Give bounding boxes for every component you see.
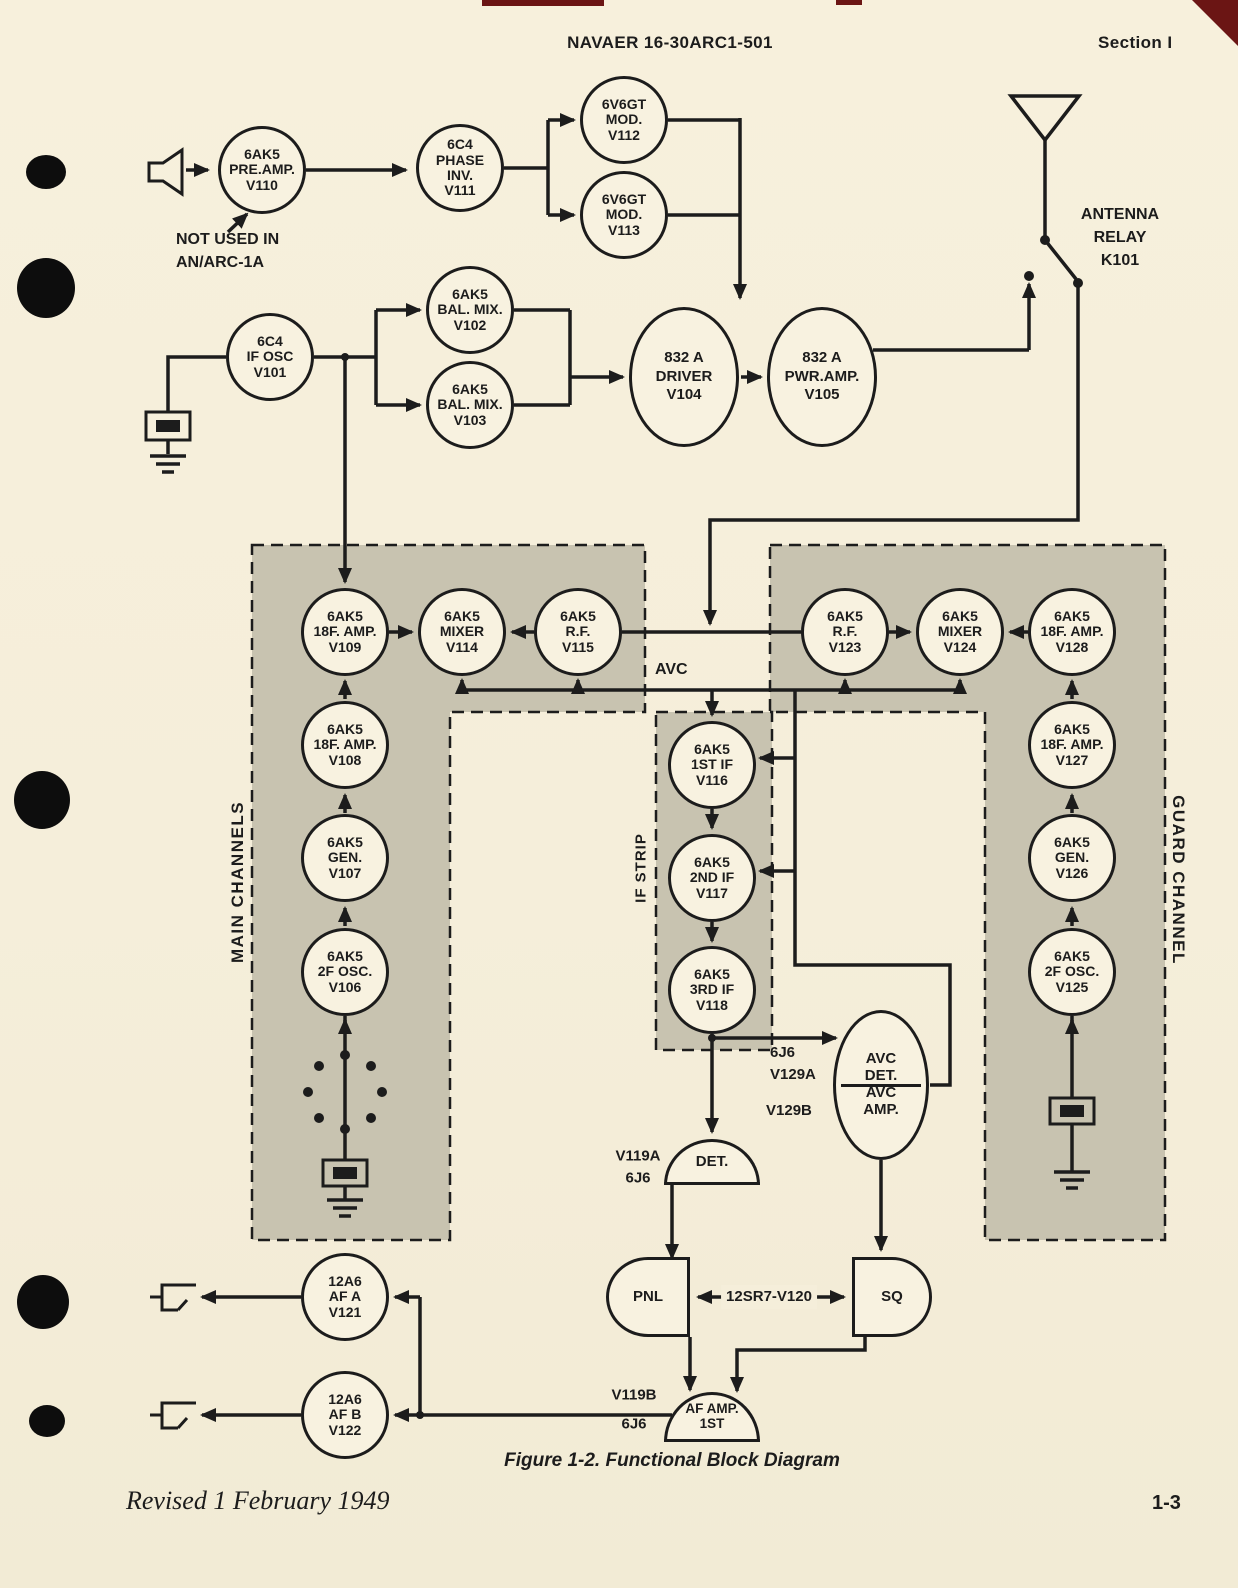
hole-punches — [14, 155, 75, 1437]
pnl-block: PNL — [606, 1257, 690, 1337]
tube-v121: 12A6 AF A V121 — [301, 1253, 389, 1341]
footer-revision: Revised 1 February 1949 — [126, 1486, 390, 1515]
tube-v114: 6AK5 MIXER V114 — [418, 588, 506, 676]
tube-v104: 832 A DRIVER V104 — [629, 307, 739, 447]
tube-v111: 6C4 PHASE INV. V111 — [416, 124, 504, 212]
crystal-icon — [144, 410, 1096, 1188]
tube-v108: 6AK5 18F. AMP. V108 — [301, 701, 389, 789]
tube-v115: 6AK5 R.F. V115 — [534, 588, 622, 676]
if-strip-label: IF STRIP — [632, 833, 650, 903]
wiring-arrows — [186, 113, 1080, 1422]
header-section: Section I — [1098, 33, 1173, 52]
avc-det-amp-divider — [841, 1084, 921, 1087]
not-used-note: NOT USED IN AN/ARC-1A — [176, 231, 280, 272]
figure-caption: Figure 1-2. Functional Block Diagram — [504, 1450, 840, 1471]
footer-page-number: 1-3 — [1152, 1492, 1181, 1514]
headphone-jack-icon — [150, 1283, 196, 1430]
tube-v129-label: AVC DET. AVC AMP. — [863, 1050, 899, 1118]
tube-v109: 6AK5 18F. AMP. V109 — [301, 588, 389, 676]
ground-icon — [150, 454, 1090, 1218]
guard-channel-label: GUARD CHANNEL — [1169, 795, 1188, 965]
tube-v129: AVC DET. AVC AMP. — [833, 1010, 929, 1160]
tube-v123: 6AK5 R.F. V123 — [801, 588, 889, 676]
main-channels-label: MAIN CHANNELS — [228, 800, 247, 964]
tube-v117: 6AK5 2ND IF V117 — [668, 834, 756, 922]
tube-v106: 6AK5 2F OSC. V106 — [301, 928, 389, 1016]
tube-v101: 6C4 IF OSC V101 — [226, 313, 314, 401]
antenna-icon — [1007, 94, 1083, 143]
tube-v113: 6V6GT MOD. V113 — [580, 171, 668, 259]
tube-v122: 12A6 AF B V122 — [301, 1371, 389, 1459]
tube-v118: 6AK5 3RD IF V118 — [668, 946, 756, 1034]
junction-dots — [341, 353, 716, 1419]
tube-v103: 6AK5 BAL. MIX. V103 — [426, 361, 514, 449]
tube-v128: 6AK5 18F. AMP. V128 — [1028, 588, 1116, 676]
tube-v107: 6AK5 GEN. V107 — [301, 814, 389, 902]
v129b-label: V129B — [766, 1102, 812, 1119]
v129a-label: 6J6 V129A — [770, 1044, 816, 1083]
microphone-icon — [147, 147, 184, 197]
tube-v124: 6AK5 MIXER V124 — [916, 588, 1004, 676]
tube-v105: 832 A PWR.AMP. V105 — [767, 307, 877, 447]
squelch-block: SQ — [852, 1257, 932, 1337]
channel-selector-dots — [303, 1050, 387, 1134]
avc-label: AVC — [655, 661, 688, 678]
tube-v126: 6AK5 GEN. V126 — [1028, 814, 1116, 902]
tube-v116: 6AK5 1ST IF V116 — [668, 721, 756, 809]
tube-v102: 6AK5 BAL. MIX. V102 — [426, 266, 514, 354]
tube-v125: 6AK5 2F OSC. V125 — [1028, 928, 1116, 1016]
page-edge-marks — [482, 0, 1238, 46]
v119b-label: V119B 6J6 — [611, 1386, 657, 1433]
tube-v112: 6V6GT MOD. V112 — [580, 76, 668, 164]
tube-v127: 6AK5 18F. AMP. V127 — [1028, 701, 1116, 789]
header-doc-number: NAVAER 16-30ARC1-501 — [567, 33, 773, 52]
tube-v110: 6AK5 PRE.AMP. V110 — [218, 126, 306, 214]
antenna-relay-switch — [1024, 235, 1083, 288]
antenna-relay-label: ANTENNA RELAY K101 — [1080, 206, 1160, 270]
v120-label: 12SR7-V120 — [721, 1285, 817, 1309]
v119a-label: V119A 6J6 — [615, 1147, 661, 1186]
